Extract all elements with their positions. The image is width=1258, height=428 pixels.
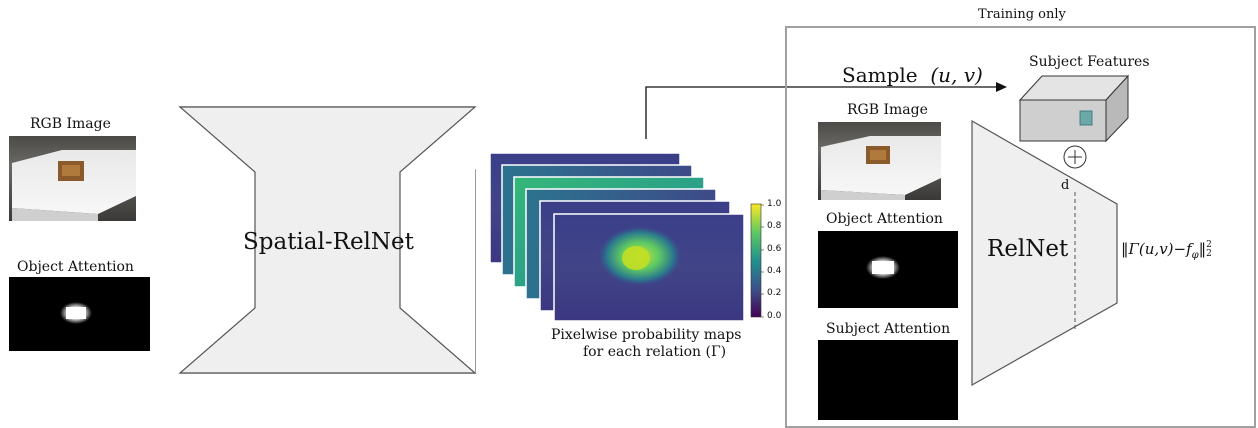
tick-label: 0.6 (767, 244, 782, 254)
tick-label: 0.4 (767, 266, 782, 276)
tick-label: 0.2 (767, 288, 782, 298)
sample-coords: (u, v) (930, 63, 983, 87)
object-attention-right (818, 231, 958, 308)
object-attention-label-left: Object Attention (17, 259, 134, 275)
sample-text: Sample (842, 63, 918, 87)
maps-caption-text: for each relation (583, 344, 702, 360)
object-attention-label-right: Object Attention (826, 211, 943, 227)
rgb-image-left (9, 136, 136, 221)
maps-caption-line1: Pixelwise probability maps (551, 327, 742, 343)
subject-features-cube (1018, 74, 1130, 143)
loss-sub-phi: φ (1191, 250, 1199, 261)
loss-main: ‖Γ(u,v)−f (1121, 240, 1192, 258)
tick-label: 1.0 (767, 199, 782, 209)
training-box (785, 26, 1256, 428)
subject-attention-label-right: Subject Attention (826, 321, 951, 337)
rgb-label-left: RGB Image (30, 116, 111, 132)
subject-features-label: Subject Features (1029, 54, 1150, 70)
maps-caption-line2: for each relation (Γ) (583, 344, 726, 360)
object-attention-left (9, 277, 150, 351)
tick-label: 0.0 (767, 311, 782, 321)
rgb-label-right: RGB Image (847, 102, 928, 118)
tick-label: 0.8 (767, 221, 782, 231)
rgb-image-right (818, 122, 941, 200)
loss-sub: 2 (1206, 249, 1212, 259)
gamma-symbol: (Γ) (705, 344, 727, 360)
plus-circle (1063, 145, 1087, 169)
relnet-shape (971, 119, 1118, 387)
spatial-relnet-label: Spatial-RelNet (243, 229, 414, 255)
sample-arrow (645, 82, 1007, 139)
training-only-label: Training only (978, 7, 1066, 22)
spatial-relnet (178, 106, 477, 374)
loss-norm-end: ‖ (1198, 240, 1207, 258)
loss-sup: 2 (1206, 240, 1212, 250)
relnet-label: RelNet (987, 236, 1069, 262)
d-label: d (1061, 178, 1070, 193)
colorbar (750, 203, 762, 318)
sample-label: Sample (u, v) (842, 63, 983, 87)
subject-attention-right (818, 340, 958, 420)
colorbar-ticks (761, 204, 764, 318)
probability-maps-stack (489, 152, 745, 322)
